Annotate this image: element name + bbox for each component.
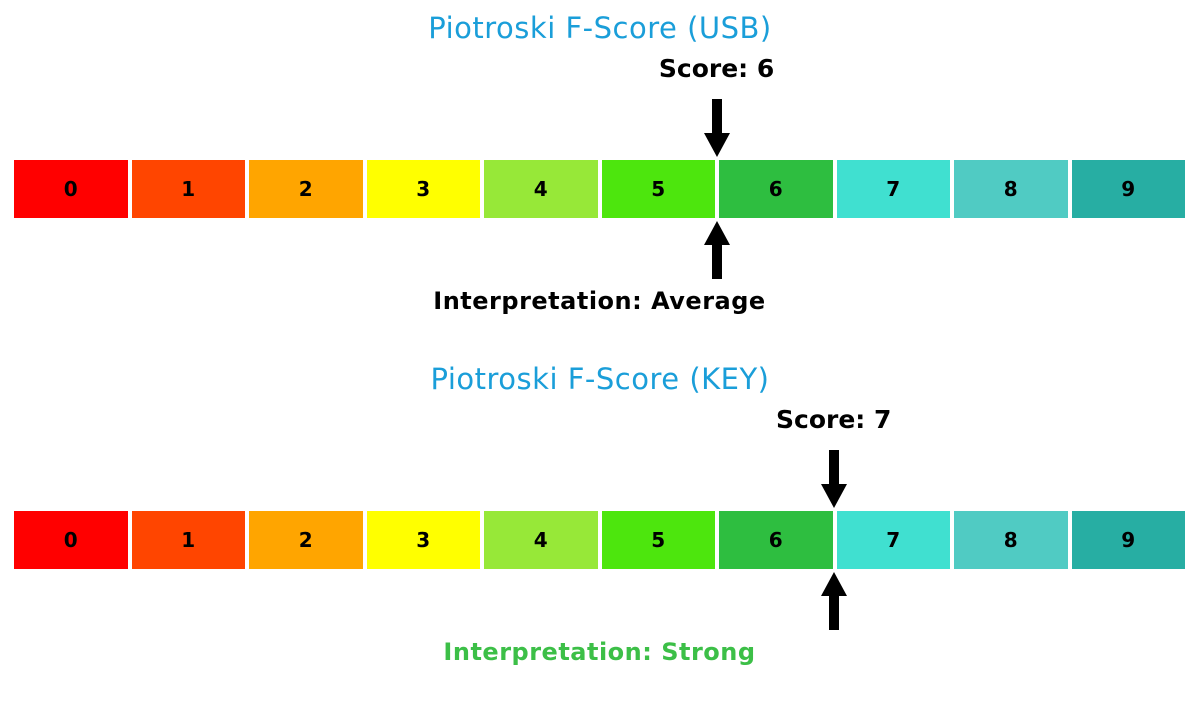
- arrow-down-icon: [820, 450, 847, 508]
- chart-title: Piotroski F-Score (USB): [428, 11, 772, 45]
- score-segment-1: 1: [131, 160, 245, 218]
- score-segment-9: 9: [1071, 511, 1185, 569]
- score-segment-8: 8: [954, 511, 1068, 569]
- score-segment-0: 0: [14, 160, 128, 218]
- score-segment-6: 6: [719, 160, 833, 218]
- arrow-up-icon: [703, 221, 730, 279]
- score-segment-4: 4: [484, 511, 598, 569]
- score-segment-7: 7: [836, 511, 950, 569]
- score-segment-2: 2: [249, 160, 363, 218]
- score-segment-0: 0: [14, 511, 128, 569]
- score-segment-1: 1: [131, 511, 245, 569]
- score-segment-9: 9: [1071, 160, 1185, 218]
- chart-title: Piotroski F-Score (KEY): [430, 362, 770, 396]
- score-segment-3: 3: [366, 511, 480, 569]
- score-segment-4: 4: [484, 160, 598, 218]
- score-segment-5: 5: [601, 160, 715, 218]
- score-segment-5: 5: [601, 511, 715, 569]
- score-segment-3: 3: [366, 160, 480, 218]
- interpretation-label: Interpretation: Strong: [443, 638, 756, 666]
- score-label: Score: 7: [775, 405, 892, 434]
- score-segment-2: 2: [249, 511, 363, 569]
- score-segment-7: 7: [836, 160, 950, 218]
- arrow-down-icon: [703, 99, 730, 157]
- interpretation-label: Interpretation: Average: [433, 287, 766, 315]
- score-segment-6: 6: [719, 511, 833, 569]
- score-segment-8: 8: [954, 160, 1068, 218]
- arrow-up-icon: [820, 572, 847, 630]
- score-label: Score: 6: [658, 54, 775, 83]
